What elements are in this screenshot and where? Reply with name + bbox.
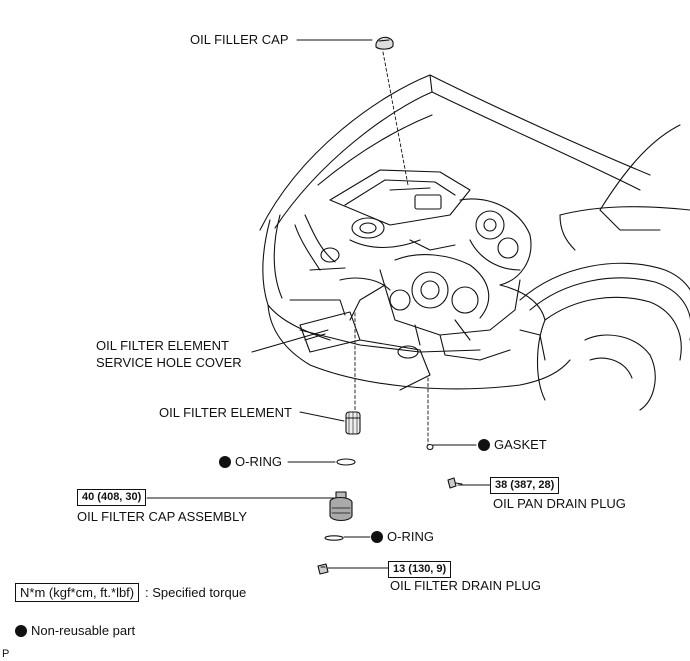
label-oil-pan-drain-plug: OIL PAN DRAIN PLUG: [493, 496, 626, 511]
leader-lines: [146, 39, 491, 569]
legend-torque-unit: N*m (kgf*cm, ft.*lbf): [15, 583, 140, 602]
legend-non-reusable-marker: [15, 625, 27, 637]
legend-non-reusable-text: Non-reusable part: [31, 623, 136, 638]
o-ring-lower-part: [324, 535, 344, 541]
non-reusable-marker-o-ring-upper: [219, 456, 231, 468]
label-oil-filler-cap: OIL FILLER CAP: [190, 32, 289, 47]
legend-torque-text: : Specified torque: [145, 585, 247, 600]
torque-oil-filter-cap-assembly: 40 (408, 30): [77, 489, 147, 506]
label-oil-filter-cap-assembly: OIL FILTER CAP ASSEMBLY: [77, 509, 248, 524]
gasket-part: [426, 443, 434, 451]
non-reusable-marker-o-ring-lower: [371, 531, 383, 543]
label-gasket: GASKET: [494, 437, 547, 452]
o-ring-upper-part: [336, 458, 356, 466]
torque-oil-filter-drain-plug: 13 (130, 9): [388, 561, 452, 578]
oil-filter-drain-plug-part: [317, 563, 329, 575]
label-oil-filter-element: OIL FILTER ELEMENT: [159, 405, 292, 420]
label-o-ring-lower: O-RING: [387, 529, 434, 544]
front-bumper: [262, 214, 571, 390]
torque-oil-pan-drain-plug: 38 (387, 28): [490, 477, 560, 494]
oil-pan-drain-plug-part: [447, 477, 463, 489]
label-service-hole-cover-line1: OIL FILTER ELEMENT: [96, 338, 229, 353]
oil-filter-element-part: [345, 411, 361, 435]
non-reusable-marker-gasket: [478, 439, 490, 451]
alignment-lines: [354, 51, 429, 446]
hood-outline: [259, 74, 651, 231]
engine-undercover: [299, 311, 431, 391]
oil-filter-cap-assembly-part: [329, 491, 353, 522]
fender-wheel-arch: [519, 262, 690, 411]
label-oil-filter-drain-plug: OIL FILTER DRAIN PLUG: [390, 578, 541, 593]
engine-components: [329, 169, 546, 361]
body-outline: [559, 124, 690, 251]
label-o-ring-upper: O-RING: [235, 454, 282, 469]
label-service-hole-cover-line2: SERVICE HOLE COVER: [96, 355, 242, 370]
oil-filler-cap-part: [375, 36, 394, 50]
corner-mark: P: [2, 648, 10, 660]
